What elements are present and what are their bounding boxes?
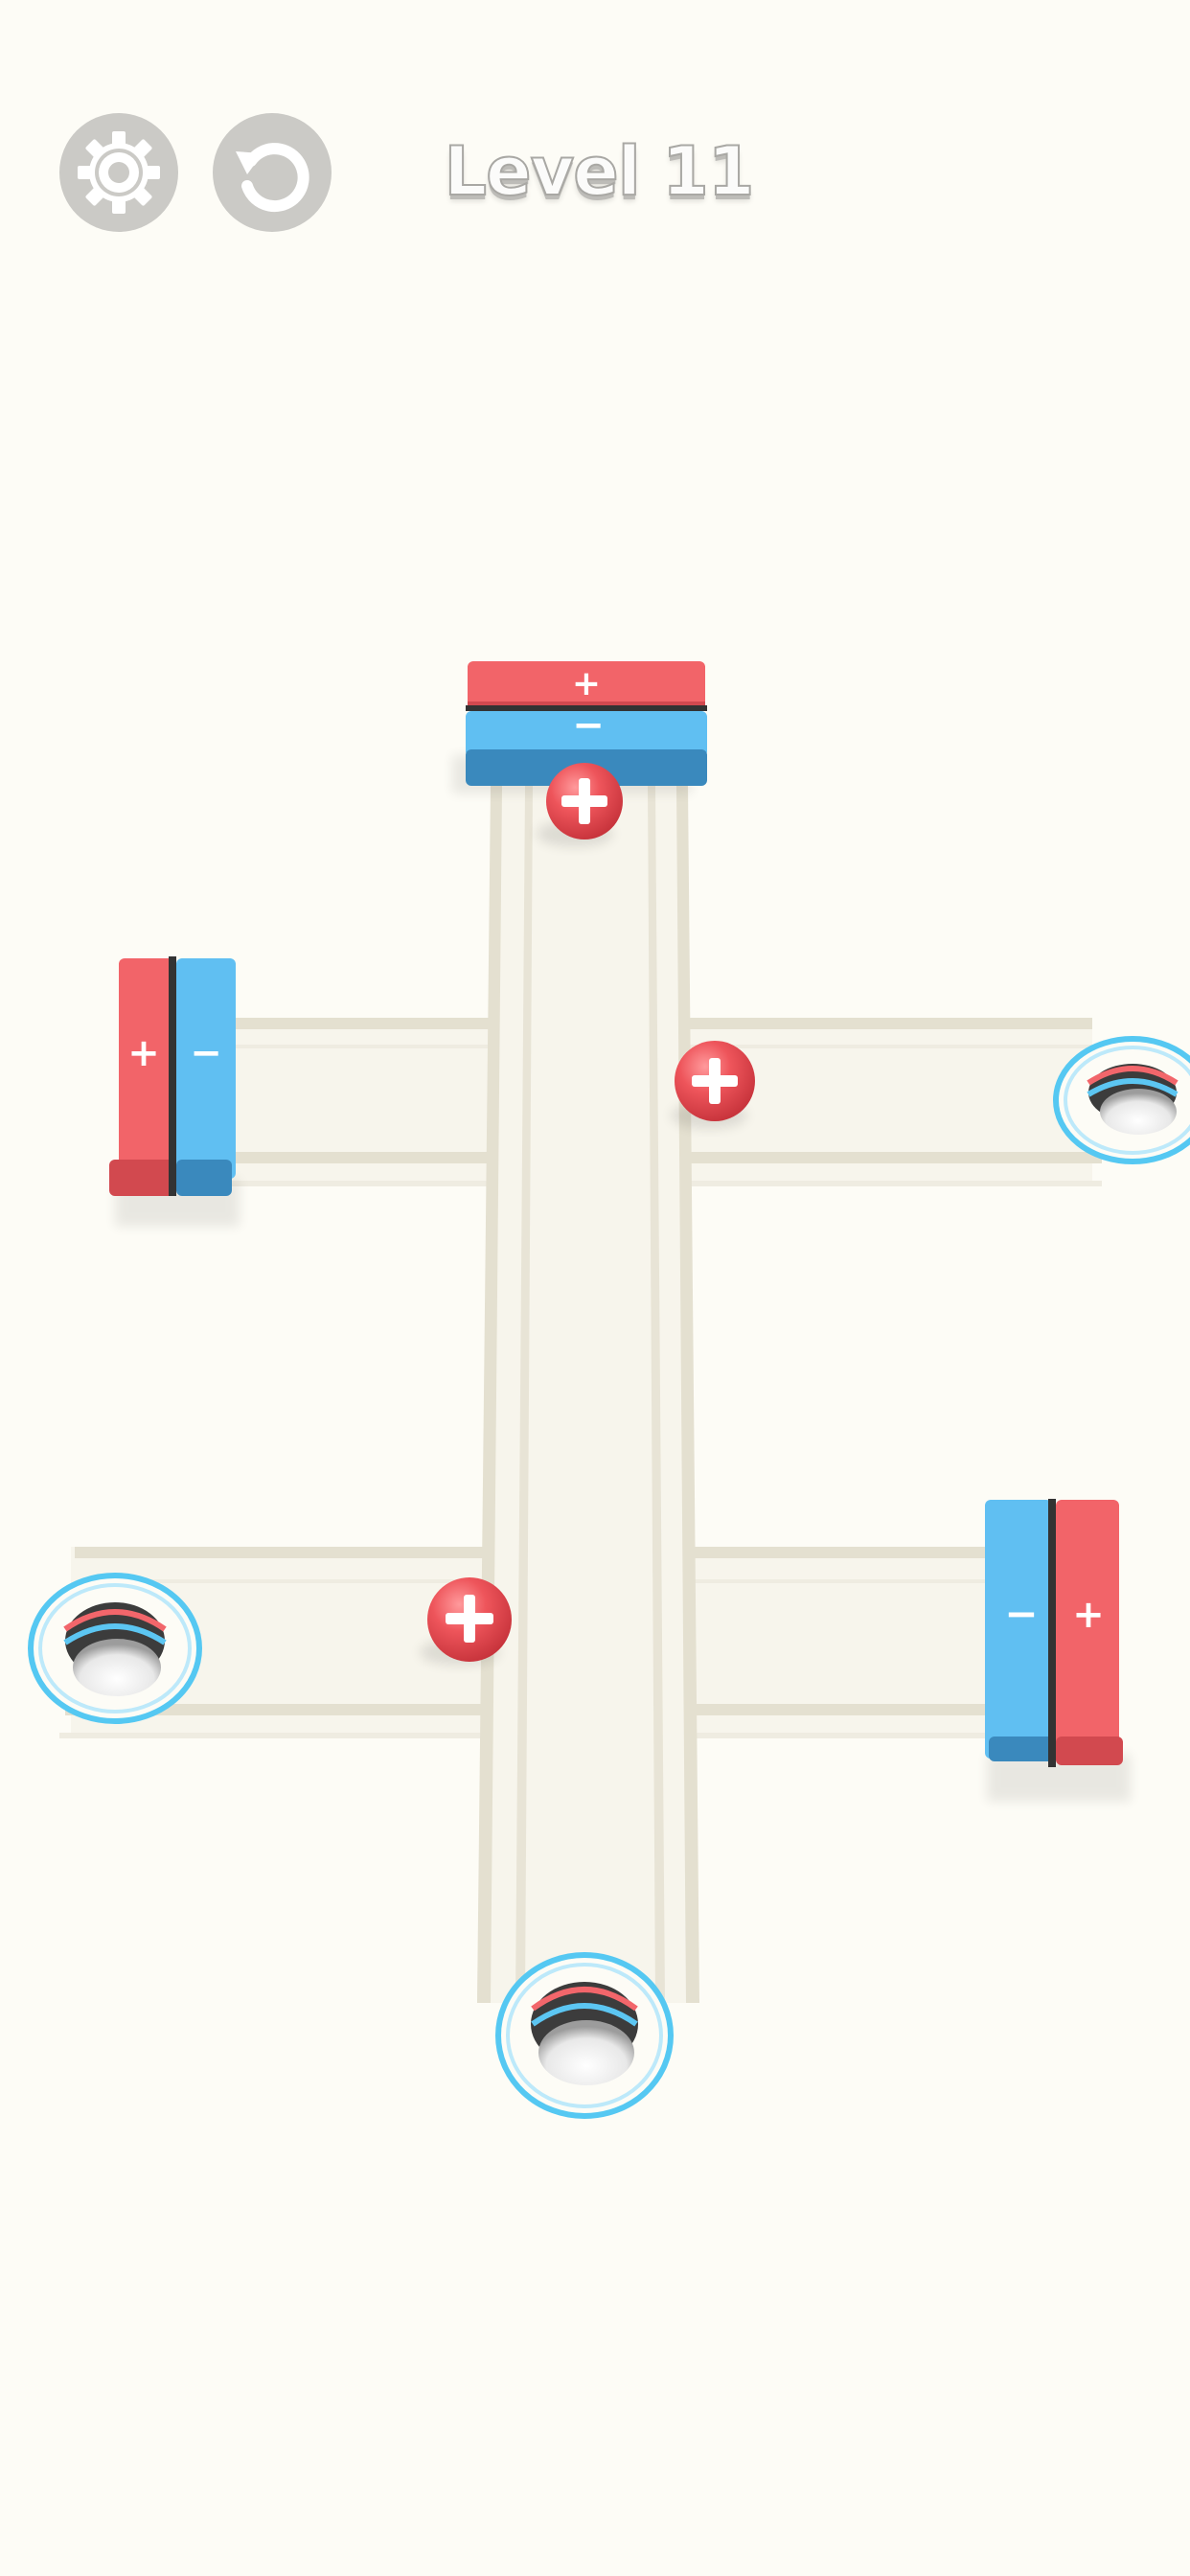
magnet-left[interactable]: + −: [109, 956, 240, 1227]
restart-button[interactable]: [213, 113, 332, 232]
magnet-right-plus-label: +: [1072, 1593, 1105, 1637]
level-title: Level 11: [444, 131, 756, 212]
magnet-top-minus-label: −: [572, 703, 605, 748]
magnet-left-minus-label: −: [190, 1031, 222, 1075]
settings-button[interactable]: [59, 113, 178, 232]
magnet-right-minus-label: −: [1004, 1590, 1038, 1637]
track-vertical: [477, 786, 699, 2003]
hole-left[interactable]: [28, 1573, 202, 1724]
magnet-left-plus-label: +: [127, 1031, 160, 1075]
magnet-top-plus-label: +: [572, 664, 601, 703]
ball-lower[interactable]: [420, 1577, 512, 1666]
track-layer: [59, 786, 1102, 2003]
ball-top[interactable]: [537, 763, 623, 847]
magnet-right[interactable]: − +: [985, 1499, 1131, 1802]
gear-icon: [78, 131, 160, 214]
magnet-top[interactable]: + −: [452, 661, 707, 794]
ball-middle[interactable]: [671, 1041, 755, 1129]
hole-right[interactable]: [1053, 1036, 1190, 1164]
restart-icon: [236, 143, 309, 213]
hole-bottom[interactable]: [495, 1952, 674, 2119]
